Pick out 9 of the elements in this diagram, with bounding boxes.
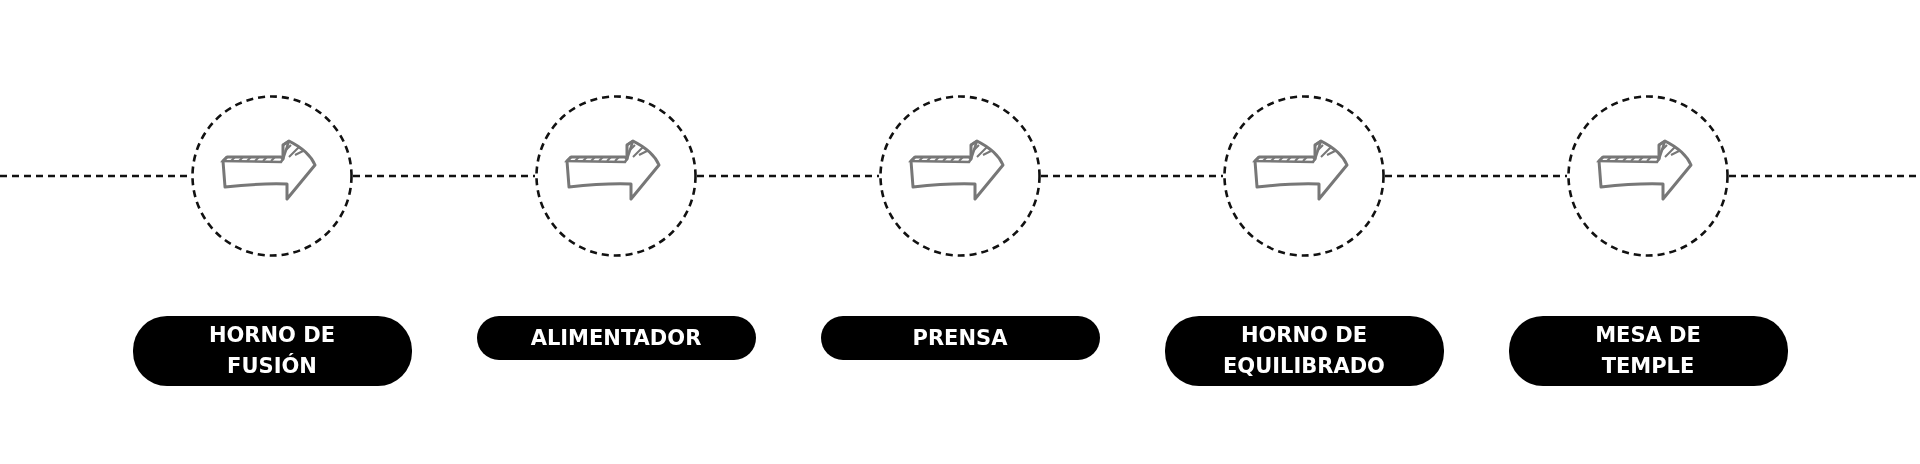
label-pill: ALIMENTADOR — [476, 316, 756, 360]
label-pill: HORNO DE EQUILIBRADO — [1164, 316, 1444, 386]
dashed-connector — [1041, 174, 1223, 178]
label-pill: MESA DE TEMPLE — [1508, 316, 1788, 386]
dashed-connector — [697, 174, 879, 178]
label-pill: PRENSA — [820, 316, 1100, 360]
dashed-connector — [353, 174, 535, 178]
dashed-connector — [1385, 174, 1567, 178]
label-pill: HORNO DE FUSIÓN — [132, 316, 412, 386]
